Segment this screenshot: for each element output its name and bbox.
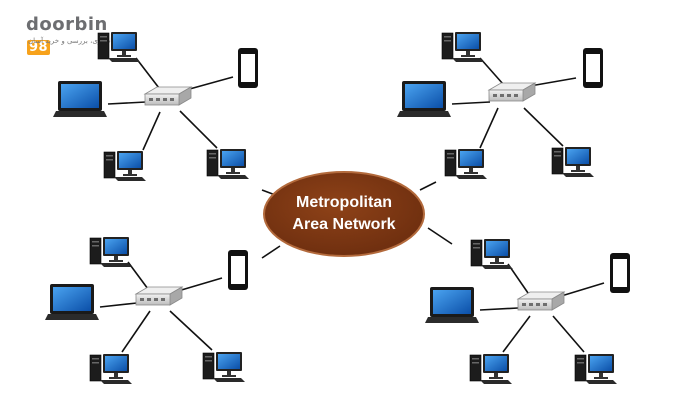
desktop-bottom-left-3 bbox=[89, 354, 132, 384]
hub-link-bottom-right bbox=[427, 227, 453, 245]
link-top-left-mobile-2 bbox=[185, 76, 234, 91]
laptop-top-right-1 bbox=[397, 81, 451, 117]
mobile-top-left-2 bbox=[238, 48, 258, 88]
desktop-top-right-3 bbox=[444, 149, 487, 179]
network-devices bbox=[45, 32, 630, 384]
desktop-bottom-right-0 bbox=[470, 239, 513, 269]
switch-bottom-right bbox=[516, 291, 566, 311]
laptop-bottom-left-1 bbox=[45, 284, 99, 320]
link-top-right-mobile-2 bbox=[529, 77, 577, 87]
mobile-bottom-left-2 bbox=[228, 250, 248, 290]
desktop-top-right-0 bbox=[441, 32, 484, 62]
logo-tagline: یادگیری، بررسی و خرید آسان bbox=[28, 37, 115, 45]
center-label-line2: Area Network bbox=[292, 216, 395, 233]
metropolitan-area-network-node: Metropolitan Area Network bbox=[263, 171, 425, 257]
desktop-top-left-4 bbox=[206, 149, 249, 179]
laptop-top-left-1 bbox=[53, 81, 107, 117]
center-label-line1: Metropolitan bbox=[296, 194, 392, 211]
logo-badge: 98 bbox=[27, 40, 51, 55]
mobile-top-right-2 bbox=[583, 48, 603, 88]
logo-brand: doorbin bbox=[26, 14, 108, 35]
desktop-bottom-right-4 bbox=[574, 354, 617, 384]
link-bottom-right-desktop-3 bbox=[502, 315, 531, 353]
switch-bottom-left bbox=[134, 286, 184, 306]
link-top-left-desktop-4 bbox=[179, 110, 218, 149]
link-top-right-desktop-3 bbox=[479, 107, 499, 149]
link-bottom-left-mobile-2 bbox=[177, 277, 223, 292]
link-top-left-desktop-3 bbox=[142, 111, 161, 151]
link-bottom-left-desktop-3 bbox=[121, 310, 151, 353]
link-top-right-desktop-0 bbox=[479, 57, 504, 85]
desktop-top-right-4 bbox=[551, 147, 594, 177]
link-bottom-left-laptop-1 bbox=[99, 302, 138, 308]
hub-link-bottom-left bbox=[261, 245, 281, 259]
desktop-top-left-3 bbox=[103, 151, 146, 181]
mobile-bottom-right-2 bbox=[610, 253, 630, 293]
link-top-right-laptop-1 bbox=[451, 101, 491, 105]
link-bottom-left-desktop-4 bbox=[169, 310, 213, 351]
link-bottom-right-desktop-4 bbox=[552, 315, 585, 353]
link-bottom-right-mobile-2 bbox=[557, 282, 605, 298]
desktop-top-left-0 bbox=[97, 32, 140, 62]
hub-link-top-right bbox=[419, 181, 437, 191]
brand-logo: doorbin 98 یادگیری، بررسی و خرید آسان bbox=[26, 14, 126, 55]
link-top-left-desktop-0 bbox=[135, 57, 160, 89]
center-ellipse bbox=[263, 171, 425, 257]
laptop-bottom-right-1 bbox=[425, 287, 479, 323]
desktop-bottom-right-3 bbox=[469, 354, 512, 384]
link-bottom-right-laptop-1 bbox=[479, 307, 519, 311]
link-top-left-laptop-1 bbox=[107, 101, 147, 105]
switch-top-right bbox=[487, 82, 537, 102]
link-top-right-desktop-4 bbox=[523, 107, 564, 147]
desktop-bottom-left-4 bbox=[202, 352, 245, 382]
desktop-bottom-left-0 bbox=[89, 237, 132, 267]
switch-top-left bbox=[143, 86, 193, 106]
